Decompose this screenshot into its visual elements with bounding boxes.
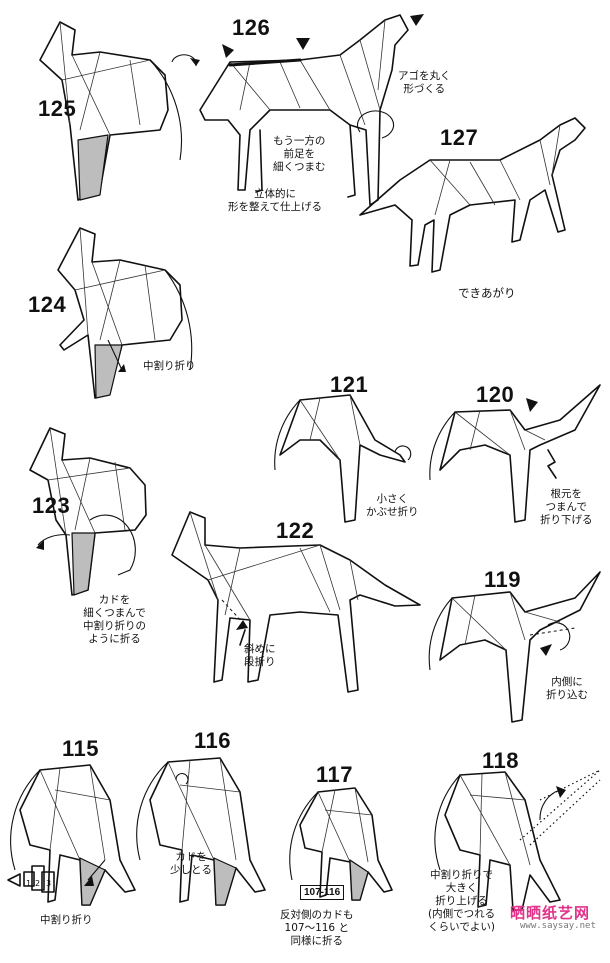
step-number-115: 115 (62, 736, 99, 762)
step-number-121: 121 (330, 372, 368, 398)
step-117-figure (290, 788, 392, 900)
push-arrow-icon (410, 14, 424, 26)
step-number-119: 119 (484, 567, 521, 593)
reference-box: 107-116 (300, 885, 344, 900)
note-123: カドを 細くつまんで 中割り折りの ように折る (83, 594, 146, 646)
step-number-122: 122 (276, 518, 314, 544)
note-124: 中割り折り (143, 360, 196, 373)
layer-number-3: 3 (46, 877, 51, 890)
step-116-figure (137, 758, 265, 905)
note-126-foreleg: もう一方の 前足を 細くつまむ (273, 135, 326, 174)
layer-number-1: 1 (26, 877, 31, 890)
watermark-url: www.saysay.net (520, 921, 596, 931)
push-arrow-icon (526, 398, 538, 412)
note-118: 中割り折りで 大きく 折り上げる (内側でつれる くらいでよい) (428, 869, 495, 934)
step-number-116: 116 (194, 728, 231, 754)
note-127-done: できあがり (458, 287, 516, 300)
step-number-125: 125 (38, 96, 76, 122)
step-number-117: 117 (316, 762, 353, 788)
watermark-logo: 晒晒纸艺网 (510, 902, 590, 923)
turn-over-icon (172, 55, 200, 66)
layer-number-2: 2 (35, 877, 40, 890)
step-number-126: 126 (232, 15, 270, 41)
note-126-shape: 立体的に 形を整えて仕上げる (228, 188, 322, 214)
step-number-118: 118 (482, 748, 519, 774)
note-116: カドを 少しとる (170, 851, 212, 877)
note-115: 中割り折り (40, 914, 93, 927)
step-number-124: 124 (28, 292, 66, 318)
note-122: 斜めに 段折り (244, 643, 276, 669)
push-arrow-icon (222, 44, 234, 58)
step-number-127: 127 (440, 125, 478, 151)
note-119: 内側に 折り込む (546, 676, 588, 702)
note-120: 根元を つまんで 折り下げる (540, 488, 593, 527)
note-121: 小さく かぶせ折り (366, 493, 419, 519)
note-126-jaw: アゴを丸く 形づくる (398, 70, 451, 96)
step-number-120: 120 (476, 382, 514, 408)
step-number-123: 123 (32, 493, 70, 519)
note-117: 反対側のカドも 107〜116 と 同様に折る (280, 909, 354, 948)
step-126-fold-arrow (358, 111, 394, 138)
push-arrow-icon (296, 38, 310, 50)
